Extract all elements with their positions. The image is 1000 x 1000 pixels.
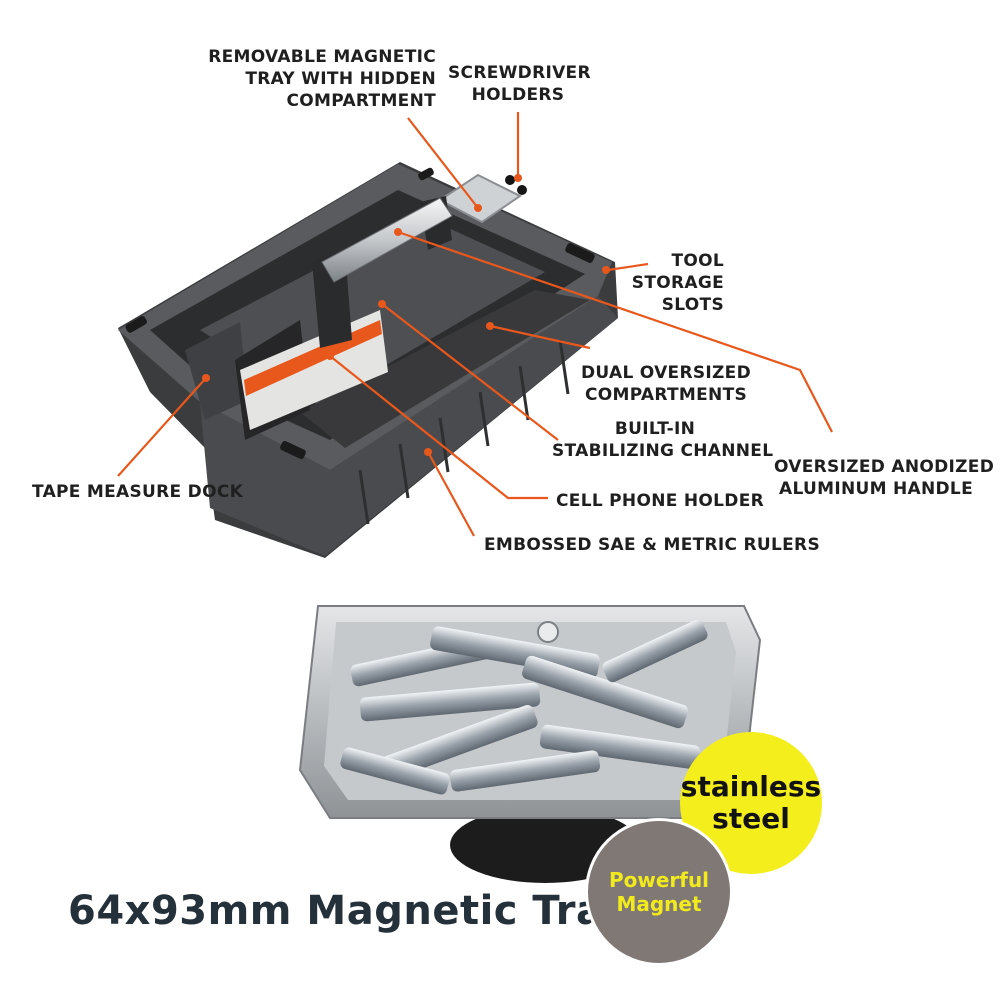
- callout-line: STORAGE: [631, 273, 724, 293]
- callout-line: DUAL OVERSIZED: [581, 363, 751, 383]
- ruler-ribs: [358, 339, 570, 525]
- callout-line: STABILIZING CHANNEL: [552, 441, 774, 461]
- leader-dot: [424, 448, 432, 456]
- leader-dot: [474, 204, 482, 212]
- magnetic-tray: [298, 605, 762, 883]
- screwdriver-hole: [505, 175, 515, 185]
- tray-size-caption: 64x93mm Magnetic Tray: [68, 888, 629, 934]
- callout-line: HOLDERS: [471, 85, 565, 105]
- callout-dual-compartments: DUAL OVERSIZED COMPARTMENTS: [580, 362, 752, 406]
- tool-slot: [280, 440, 306, 460]
- leader-handle: [397, 230, 833, 433]
- tool-slot: [125, 316, 147, 333]
- caddy-front-wall: [200, 296, 618, 556]
- leader-stabilizing: [381, 303, 559, 441]
- badge-line: Powerful: [608, 868, 710, 892]
- callout-line: ALUMINUM HANDLE: [779, 479, 973, 499]
- callout-rulers: EMBOSSED SAE & METRIC RULERS: [484, 535, 820, 555]
- leader-dot: [378, 300, 386, 308]
- tool-slot: [418, 167, 434, 181]
- tape-dock: [185, 322, 248, 420]
- leader-dual-compartments: [489, 324, 591, 350]
- callout-line: TRAY WITH HIDDEN: [245, 69, 436, 89]
- badge-line: stainless: [680, 770, 822, 803]
- badge-line: steel: [712, 802, 790, 835]
- leader-removable-tray: [407, 117, 479, 209]
- callout-line: SCREWDRIVER: [448, 63, 591, 83]
- powerful-magnet-badge: Powerful Magnet: [585, 818, 733, 966]
- callout-phone-holder: CELL PHONE HOLDER: [556, 491, 764, 511]
- bolt-pile: [340, 619, 708, 795]
- leader-tape-dock: [117, 377, 207, 477]
- callout-line: COMPARTMENT: [286, 91, 436, 111]
- leader-dot: [514, 174, 522, 182]
- callout-removable-tray: REMOVABLE MAGNETIC TRAY WITH HIDDEN COMP…: [200, 46, 436, 112]
- leader-phone-holder: [329, 355, 548, 500]
- callout-tool-storage: TOOL STORAGE SLOTS: [620, 250, 724, 316]
- callout-screwdriver: SCREWDRIVER HOLDERS: [448, 62, 591, 106]
- leader-dot: [486, 322, 494, 330]
- callout-stabilizing: BUILT-IN STABILIZING CHANNEL: [552, 418, 774, 462]
- leader-dot: [326, 352, 334, 360]
- mini-magnetic-tray: [438, 173, 522, 224]
- callout-handle: OVERSIZED ANODIZED ALUMINUM HANDLE: [774, 456, 995, 500]
- leader-dot: [602, 266, 610, 274]
- screwdriver-hole: [517, 185, 527, 195]
- tool-caddy: [118, 162, 618, 558]
- aluminum-handle: [321, 197, 453, 283]
- leader-rulers: [427, 451, 475, 537]
- caddy-compartment-floor: [300, 290, 590, 448]
- callout-line: COMPARTMENTS: [584, 385, 748, 405]
- leader-tool-storage: [607, 262, 649, 272]
- callout-tape-dock: TAPE MEASURE DOCK: [32, 482, 244, 502]
- badge-line: Magnet: [616, 892, 702, 916]
- callout-line: SLOTS: [661, 295, 724, 315]
- callout-line: BUILT-IN: [614, 419, 696, 439]
- callout-line: OVERSIZED ANODIZED: [774, 457, 995, 477]
- tool-slot: [565, 243, 595, 263]
- callout-line: TOOL: [671, 251, 724, 271]
- leader-dot: [202, 374, 210, 382]
- leader-dot: [394, 228, 402, 236]
- callout-line: REMOVABLE MAGNETIC: [208, 47, 436, 67]
- leader-lines: [117, 112, 833, 537]
